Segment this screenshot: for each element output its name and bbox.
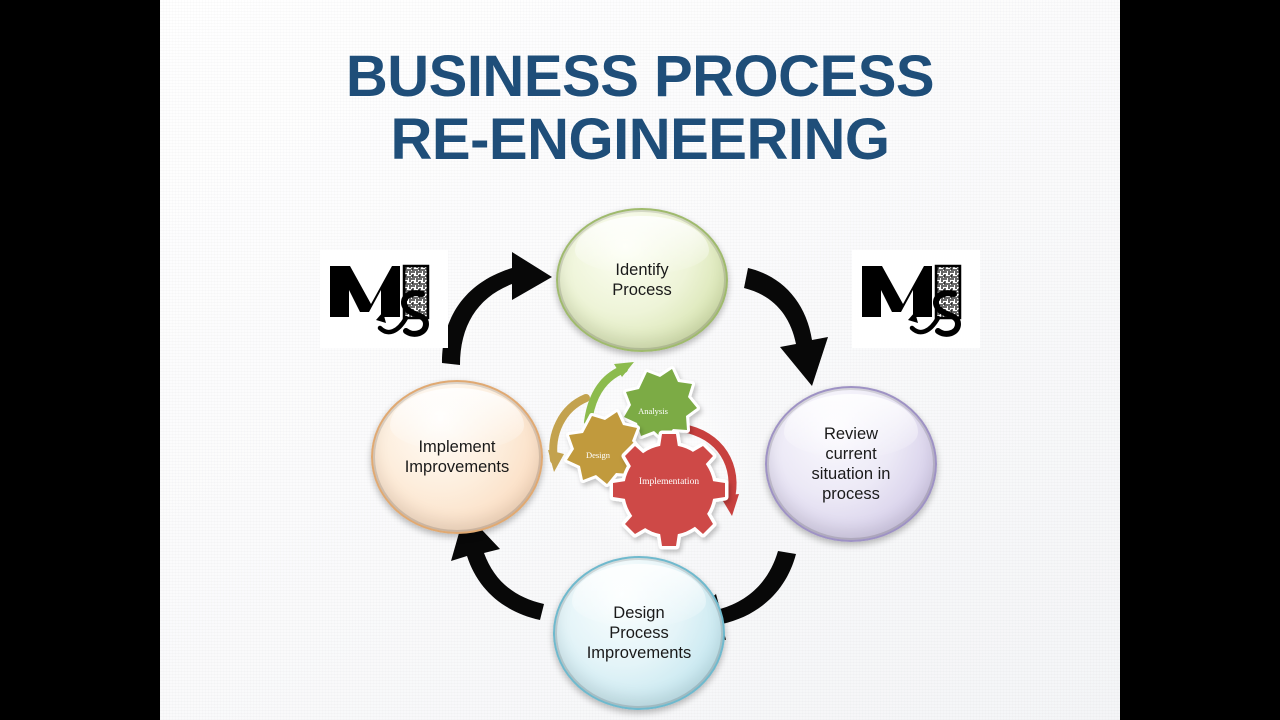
label-line: Design <box>613 603 665 622</box>
ms-logo-right <box>852 250 980 348</box>
page-title-line-2: RE-ENGINEERING <box>390 106 890 172</box>
gear-design-label: Design <box>586 450 611 460</box>
gear-analysis-label: Analysis <box>638 406 668 416</box>
cycle-step-review-label: Review current situation in process <box>800 424 903 505</box>
gear-arc-green <box>584 362 634 426</box>
gear-implementation-label: Implementation <box>639 477 699 487</box>
cycle-step-implement-label: Implement Improvements <box>393 437 522 477</box>
letterbox-bar-right <box>1120 0 1280 720</box>
label-line: Identify <box>615 260 669 279</box>
gear-arc-gold <box>548 394 590 472</box>
gear-implementation: Implementation <box>609 430 729 550</box>
gear-cluster: Analysis Design <box>540 350 760 560</box>
cycle-step-design[interactable]: Design Process Improvements <box>553 556 725 710</box>
cycle-step-identify-label: Identify Process <box>600 260 684 300</box>
label-line: Review <box>823 424 879 443</box>
cycle-step-design-label: Design Process Improvements <box>575 603 704 663</box>
label-line: Process <box>612 281 672 299</box>
label-line: Improvements <box>404 458 510 476</box>
label-line: situation in <box>811 465 891 483</box>
label-line: process <box>822 485 880 504</box>
label-line: current <box>825 444 877 463</box>
gear-design: Design <box>564 409 644 487</box>
cycle-step-review[interactable]: Review current situation in process <box>765 386 937 542</box>
label-line: Implement <box>418 437 496 456</box>
gear-analysis: Analysis <box>621 366 700 443</box>
cycle-step-implement[interactable]: Implement Improvements <box>371 380 543 534</box>
connector-implement-to-identify <box>442 252 552 365</box>
slide-canvas: BUSINESS PROCESS RE-ENGINEERING <box>160 0 1120 720</box>
cycle-step-identify[interactable]: Identify Process <box>556 208 728 352</box>
page-title-line-1: BUSINESS PROCESS <box>345 44 935 109</box>
label-line: Process <box>609 623 669 642</box>
page-title: BUSINESS PROCESS RE-ENGINEERING <box>160 44 1120 172</box>
letterbox-bar-left <box>0 0 160 720</box>
ms-logo-left <box>320 250 448 348</box>
label-line: Improvements <box>586 644 692 663</box>
